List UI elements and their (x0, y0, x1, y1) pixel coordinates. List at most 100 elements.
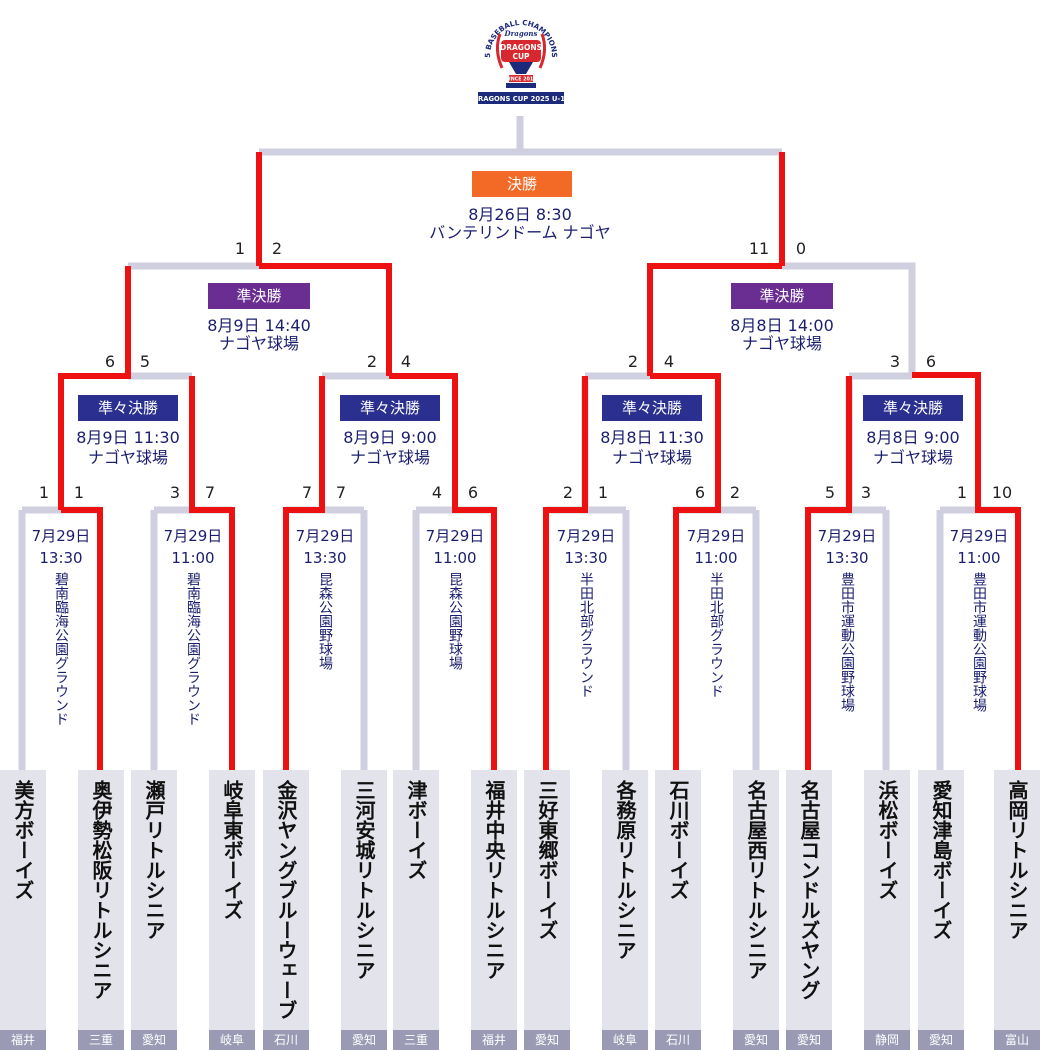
team-prefecture: 福井 (0, 1030, 46, 1050)
semi-right-venue: ナゴヤ球場 (741, 334, 822, 353)
team-prefecture: 愛知 (524, 1030, 570, 1050)
team-name: 高岡リトルシニア (1005, 780, 1029, 940)
logo-cup-line1: DRAGONS (500, 43, 542, 52)
q2-score-b: 7 (335, 483, 347, 502)
r1-match-1-date: 7月29日 (31, 527, 91, 545)
q3-score-d: 2 (729, 483, 741, 502)
team-prefecture: 愛知 (918, 1030, 964, 1050)
team-prefecture: 愛知 (733, 1030, 779, 1050)
team-card: 金沢ヤングブルーウェーブ 石川 (263, 770, 309, 1050)
team-name: 津ボーイズ (404, 780, 428, 880)
semi-right-score-b: 4 (663, 352, 675, 371)
team-name: 金沢ヤングブルーウェーブ (274, 780, 298, 1020)
r1-match-2-venue: 碧南臨海公園グラウンド (185, 572, 201, 726)
trophy-logo-icon: U-15 BASEBALL CHAMPIONSHIP Dragons DRAGO… (472, 0, 570, 104)
semi-left-label: 準決勝 (208, 283, 310, 309)
r1-match-8-time: 11:00 (957, 549, 1001, 567)
team-name: 名古屋西リトルシニア (744, 780, 768, 980)
r1-match-5-date: 7月29日 (556, 527, 616, 545)
q1-score-a: 1 (38, 483, 50, 502)
logo-brand: Dragons (504, 29, 538, 38)
team-name: 奥伊勢松阪リトルシニア (89, 780, 113, 1000)
r1-match-5-time: 13:30 (564, 549, 608, 567)
r1-match-4-date: 7月29日 (425, 527, 485, 545)
q4-score-b: 3 (860, 483, 872, 502)
quarter-2-label: 準々決勝 (340, 395, 440, 421)
semi-right-crossbar-line (782, 262, 916, 375)
r1-match-3-venue: 昆森公園野球場 (317, 572, 333, 670)
team-card: 高岡リトルシニア 富山 (994, 770, 1040, 1050)
team-name: 三好東郷ボーイズ (535, 780, 559, 940)
r1-match-7-date: 7月29日 (817, 527, 877, 545)
final-score-right-a: 11 (748, 239, 770, 258)
q4-score-c: 1 (956, 483, 968, 502)
team-prefecture: 石川 (655, 1030, 701, 1050)
q3-score-c: 6 (694, 483, 706, 502)
q1-score-d: 7 (204, 483, 216, 502)
semi-left-date: 8月9日 14:40 (207, 316, 311, 335)
team-prefecture: 岐阜 (602, 1030, 648, 1050)
final-label: 決勝 (472, 171, 572, 197)
semi-left-score-b: 5 (139, 352, 151, 371)
team-name: 浜松ボーイズ (875, 780, 899, 900)
q3-score-a: 2 (562, 483, 574, 502)
final-venue: バンテリンドーム ナゴヤ (429, 223, 611, 242)
team-name: 三河安城リトルシニア (352, 780, 376, 980)
r1-match-1-venue: 碧南臨海公園グラウンド (53, 572, 69, 726)
winner-path-semi-right (647, 263, 782, 376)
logo-since: SINCE 2017 (505, 77, 536, 83)
final-date: 8月26日 8:30 (468, 205, 572, 224)
r1-match-7-time: 13:30 (825, 549, 869, 567)
logo-banner: DRAGONS CUP 2025 U-15 (476, 95, 566, 103)
team-name: 美方ボーイズ (11, 780, 35, 900)
q2-score-a: 7 (301, 483, 313, 502)
r1-match-8-venue: 豊田市運動公園野球場 (971, 572, 987, 712)
team-card: 美方ボーイズ 福井 (0, 770, 46, 1050)
team-prefecture: 三重 (78, 1030, 124, 1050)
r1-match-5-venue: 半田北部グラウンド (578, 572, 594, 698)
semi-left-score-c: 2 (366, 352, 378, 371)
q3-score-b: 1 (597, 483, 609, 502)
quarter-3-venue: ナゴヤ球場 (611, 448, 692, 467)
q1-score-c: 3 (169, 483, 181, 502)
team-prefecture: 静岡 (864, 1030, 910, 1050)
semi-left-venue: ナゴヤ球場 (218, 334, 299, 353)
final-score-left-b: 2 (271, 239, 283, 258)
q1-score-b: 1 (73, 483, 85, 502)
team-name: 石川ボーイズ (666, 780, 690, 900)
quarter-2-date: 8月9日 9:00 (343, 428, 437, 447)
winner-path-semi-left (259, 263, 392, 376)
team-card: 名古屋西リトルシニア 愛知 (733, 770, 779, 1050)
final-score-left-a: 1 (234, 239, 246, 258)
team-name: 福井中央リトルシニア (482, 780, 506, 980)
team-card: 石川ボーイズ 石川 (655, 770, 701, 1050)
team-card: 各務原リトルシニア 岐阜 (602, 770, 648, 1050)
semi-right-score-a: 2 (627, 352, 639, 371)
semi-right-label: 準決勝 (731, 283, 833, 309)
r1-match-7-venue: 豊田市運動公園野球場 (839, 572, 855, 712)
r1-match-2-time: 11:00 (171, 549, 215, 567)
team-card: 奥伊勢松阪リトルシニア 三重 (78, 770, 124, 1050)
winner-path-final (256, 152, 785, 266)
winner-path-q1 (58, 266, 131, 510)
team-card: 愛知津島ボーイズ 愛知 (918, 770, 964, 1050)
quarter-4-date: 8月8日 9:00 (866, 428, 960, 447)
team-card: 名古屋コンドルズヤング 愛知 (786, 770, 832, 1050)
quarter-2-venue: ナゴヤ球場 (349, 448, 430, 467)
tournament-logo: U-15 BASEBALL CHAMPIONSHIP Dragons DRAGO… (472, 0, 570, 106)
team-prefecture: 石川 (263, 1030, 309, 1050)
team-prefecture: 岐阜 (209, 1030, 255, 1050)
winner-path-q3b (543, 376, 588, 770)
team-card: 三河安城リトルシニア 愛知 (341, 770, 387, 1050)
quarter-3-date: 8月8日 11:30 (600, 428, 704, 447)
logo-cup-line2: CUP (512, 52, 530, 61)
winner-path-q1-to-semi (189, 376, 235, 770)
team-prefecture: 愛知 (131, 1030, 177, 1050)
semi-left-score-d: 4 (400, 352, 412, 371)
quarter-3-label: 準々決勝 (602, 395, 702, 421)
r1-match-8-date: 7月29日 (949, 527, 1009, 545)
q2-score-d: 6 (467, 483, 479, 502)
team-card: 津ボーイズ 三重 (393, 770, 439, 1050)
